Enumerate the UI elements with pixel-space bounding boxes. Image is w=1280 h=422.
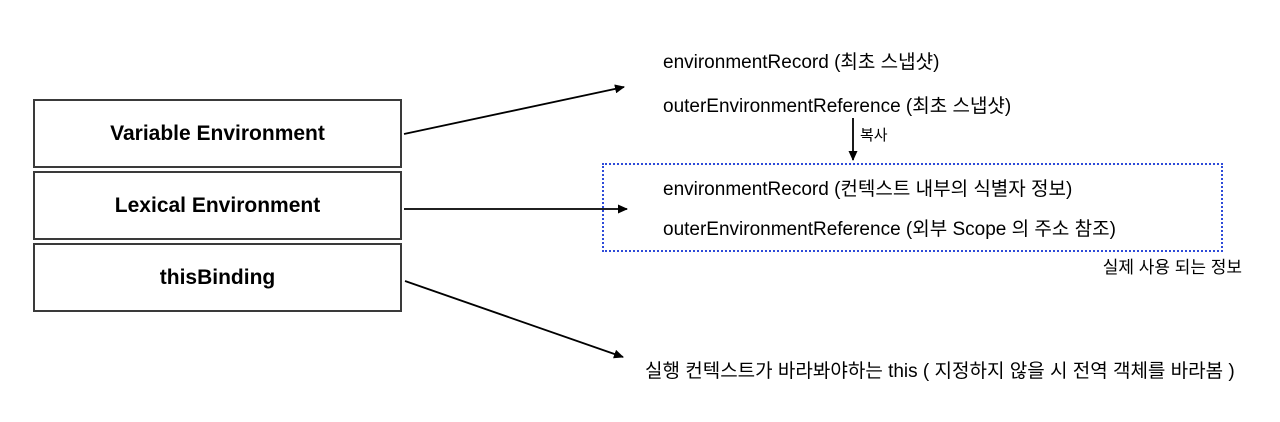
variable-environment-label: Variable Environment <box>110 121 325 145</box>
environment-record-context-text: environmentRecord (컨텍스트 내부의 식별자 정보) <box>663 179 1073 200</box>
dotted-box-caption: 실제 사용 되는 정보 <box>1102 258 1242 277</box>
this-binding-note: 실행 컨텍스트가 바라봐야하는 this ( 지정하지 않을 시 전역 객체를 … <box>645 361 1235 382</box>
outer-environment-reference-scope-text: outerEnvironmentReference (외부 Scope 의 주소… <box>663 219 1116 240</box>
outer-environment-reference-snapshot-text: outerEnvironmentReference (최초 스냅샷) <box>663 96 1012 117</box>
copy-arrow-label: 복사 <box>860 127 888 144</box>
lexical-environment-dotted-box <box>602 163 1223 252</box>
this-binding-label: thisBinding <box>159 265 276 289</box>
arrow-variable-environment <box>403 84 625 135</box>
this-binding-box: thisBinding <box>33 243 402 312</box>
environment-record-snapshot-text: environmentRecord (최초 스냅샷) <box>663 52 940 73</box>
lexical-environment-box: Lexical Environment <box>33 171 402 240</box>
variable-environment-box: Variable Environment <box>33 99 402 168</box>
lexical-environment-label: Lexical Environment <box>114 193 321 217</box>
arrow-this-binding <box>404 280 624 359</box>
